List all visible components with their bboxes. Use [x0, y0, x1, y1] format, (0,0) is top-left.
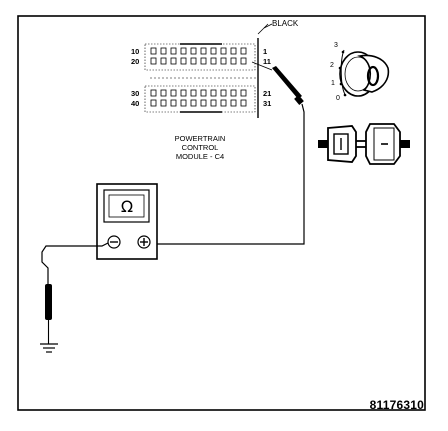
- figure-number: 81176310: [369, 398, 424, 412]
- pin-cavity: [180, 47, 187, 55]
- ignition-key-icon: [338, 49, 390, 97]
- pin-cavity: [210, 89, 217, 97]
- pin-cavity: [210, 47, 217, 55]
- pin-cavity: [240, 57, 247, 65]
- pin-cavity: [240, 99, 247, 107]
- pin-cavity: [230, 57, 237, 65]
- pin-cavity: [240, 89, 247, 97]
- ignition-position-1: 1: [331, 80, 335, 87]
- pin-label-10: 10: [131, 47, 140, 56]
- pin-cavity: [180, 57, 187, 65]
- pin-cavity: [170, 99, 177, 107]
- ohmmeter-icon: [96, 183, 158, 260]
- test-lead-negative: [41, 242, 109, 284]
- module-caption: POWERTRAIN CONTROL MODULE - C4: [140, 134, 260, 161]
- module-caption-line-1: POWERTRAIN: [174, 134, 226, 143]
- pin-cavity: [220, 57, 227, 65]
- pin-cavity: [150, 89, 157, 97]
- ground-symbol-icon: [40, 343, 58, 353]
- pin-cavity: [180, 99, 187, 107]
- pin-cavity: [220, 99, 227, 107]
- pin-cavity: [210, 57, 217, 65]
- module-caption-line-3: MODULE - C4: [175, 152, 225, 161]
- pin-cavity: [230, 47, 237, 55]
- pin-label-31: 31: [263, 99, 272, 108]
- pin-cavity: [160, 57, 167, 65]
- pin-label-40: 40: [131, 99, 140, 108]
- pin-label-21: 21: [263, 89, 272, 98]
- pin-label-1: 1: [263, 47, 268, 56]
- pin-cavity: [230, 89, 237, 97]
- pin-cavity: [170, 47, 177, 55]
- pin-cavity: [220, 89, 227, 97]
- pin-cavity: [150, 99, 157, 107]
- test-probe-icon: [251, 61, 304, 105]
- pin-cavity: [190, 47, 197, 55]
- pin-cavity: [180, 89, 187, 97]
- ignition-position-0: 0: [336, 95, 340, 102]
- diagram-border: [17, 15, 426, 411]
- pin-cavity: [200, 57, 207, 65]
- disconnected-connector-icon: [318, 123, 410, 165]
- pin-cavity: [200, 47, 207, 55]
- pin-cavity: [220, 47, 227, 55]
- ohm-symbol: Ω: [120, 197, 134, 216]
- pin-cavity: [200, 99, 207, 107]
- pin-label-20: 20: [131, 57, 140, 66]
- pin-label-30: 30: [131, 89, 140, 98]
- pin-label-11: 11: [263, 57, 271, 66]
- ignition-position-3: 3: [334, 42, 338, 49]
- pin-cavity: [170, 57, 177, 65]
- ground-probe: [45, 284, 52, 344]
- pin-cavity: [230, 99, 237, 107]
- pin-cavity: [190, 99, 197, 107]
- ignition-position-2: 2: [330, 62, 334, 69]
- test-lead-positive: [147, 103, 305, 245]
- pin-cavity: [190, 89, 197, 97]
- pin-cavity: [160, 99, 167, 107]
- pin-cavity: [240, 47, 247, 55]
- pin-cavity: [150, 47, 157, 55]
- pin-cavity: [200, 89, 207, 97]
- module-caption-line-2: CONTROL: [181, 143, 219, 152]
- pcm-connector: [144, 23, 273, 118]
- pin-cavity: [190, 57, 197, 65]
- wire-color-label: BLACK: [272, 19, 299, 28]
- pin-cavity: [150, 57, 157, 65]
- pin-cavity: [160, 47, 167, 55]
- pin-cavity: [160, 89, 167, 97]
- pin-cavity: [210, 99, 217, 107]
- pin-cavity: [170, 89, 177, 97]
